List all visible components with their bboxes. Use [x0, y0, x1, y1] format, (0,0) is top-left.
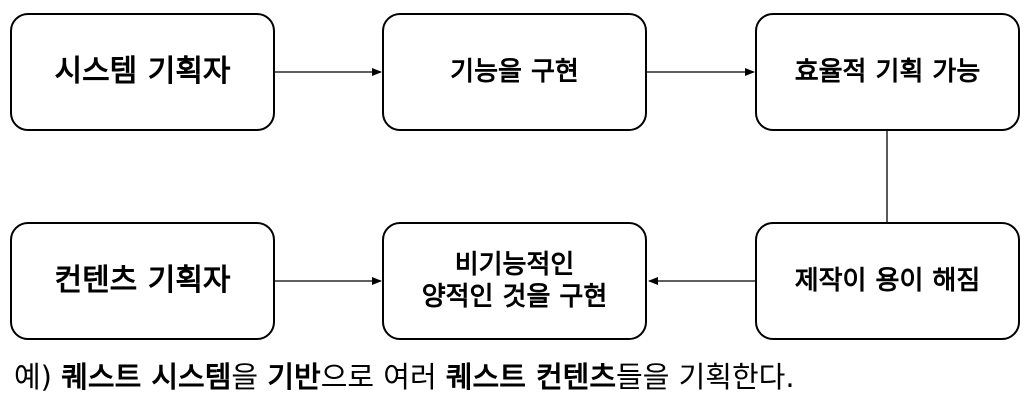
- node-nonfunctional-line1: 비기능적인: [454, 249, 575, 280]
- caption-bold-base: 기반: [267, 360, 321, 394]
- caption-part-1: 예): [14, 360, 62, 394]
- node-nonfunctional: 비기능적인 양적인 것을 구현: [382, 222, 647, 340]
- node-content-planner: 컨텐츠 기획자: [10, 222, 275, 340]
- node-easy-production-label: 제작이 용이 해짐: [794, 265, 981, 296]
- node-implement-function-label: 기능을 구현: [450, 56, 579, 87]
- node-system-planner: 시스템 기획자: [10, 13, 275, 131]
- caption-bold-quest-system: 퀘스트 시스템: [61, 360, 232, 394]
- node-system-planner-label: 시스템 기획자: [54, 54, 231, 90]
- node-content-planner-label: 컨텐츠 기획자: [54, 263, 231, 299]
- node-nonfunctional-line2: 양적인 것을 구현: [421, 282, 608, 312]
- node-implement-function: 기능을 구현: [382, 13, 647, 131]
- caption-part-2: 을: [231, 360, 268, 394]
- caption-bold-quest-contents: 퀘스트 컨텐츠: [445, 360, 617, 394]
- node-efficient-planning: 효율적 기획 가능: [755, 13, 1020, 131]
- caption-part-4: 들을 기획한다.: [616, 360, 795, 394]
- node-easy-production: 제작이 용이 해짐: [755, 222, 1020, 340]
- caption-part-3: 으로 여러: [320, 360, 446, 394]
- node-efficient-planning-label: 효율적 기획 가능: [794, 56, 981, 87]
- example-caption: 예) 퀘스트 시스템을 기반으로 여러 퀘스트 컨텐츠들을 기획한다.: [14, 354, 795, 396]
